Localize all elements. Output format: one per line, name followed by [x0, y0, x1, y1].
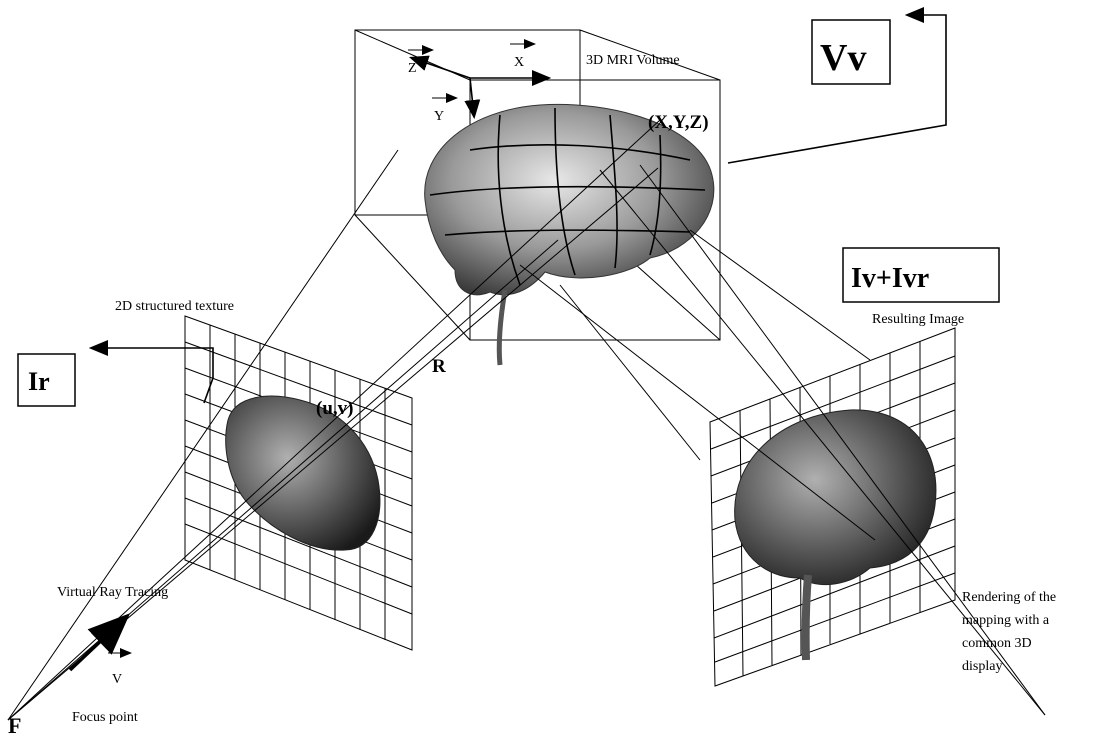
svg-text:common 3D: common 3D	[962, 636, 1032, 651]
svg-text:display: display	[962, 659, 1002, 674]
texture-brain-image	[225, 395, 381, 551]
ivivr-label: Iv+Ivr	[851, 263, 929, 294]
svg-text:mapping with a: mapping with a	[962, 613, 1050, 628]
resulting-label: Resulting Image	[872, 312, 964, 327]
volume-axes	[408, 39, 552, 120]
ir-box	[17, 353, 76, 407]
uv-label: (u,v)	[316, 398, 353, 419]
y-axis-label: Y	[434, 109, 444, 124]
ir-arrow	[88, 340, 214, 404]
v-vector-arrow	[68, 613, 131, 672]
result-brain-image	[734, 409, 937, 661]
texture-label: 2D structured texture	[115, 299, 234, 314]
xyz-label: (X,Y,Z)	[648, 112, 709, 133]
z-axis-label: Z	[408, 61, 417, 76]
volume-label: 3D MRI Volume	[586, 53, 680, 68]
vv-arrow	[727, 7, 947, 164]
svg-text:Rendering of the: Rendering of the	[962, 590, 1056, 605]
vv-label: Vv	[820, 37, 866, 79]
ivivr-box	[842, 247, 1000, 303]
rendering-caption: Rendering of the mapping with a common 3…	[962, 590, 1056, 674]
ir-label: Ir	[28, 367, 50, 396]
focus-label: Focus point	[72, 710, 138, 725]
ray-tracing-label: Virtual Ray Tracing	[57, 585, 168, 600]
f-label: F	[8, 713, 21, 735]
vv-box	[811, 19, 891, 85]
x-axis-label: X	[514, 55, 524, 70]
volume-brain-image	[424, 103, 715, 366]
r-label: R	[432, 356, 446, 377]
v-label: V	[112, 672, 122, 687]
